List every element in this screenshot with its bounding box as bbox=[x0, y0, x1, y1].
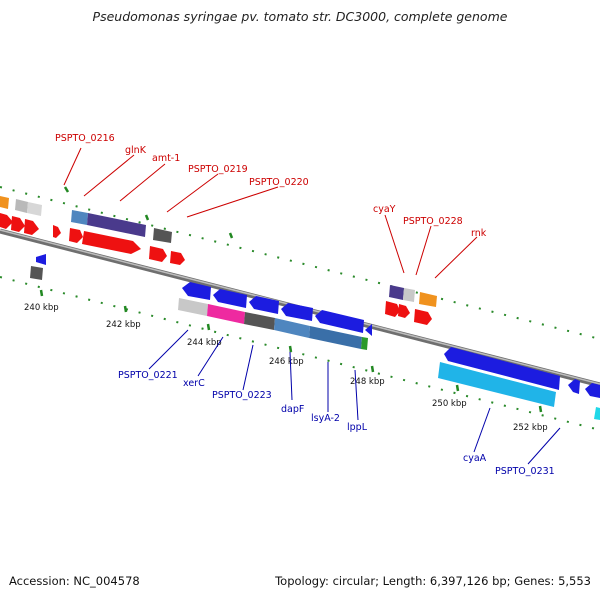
bottom-leader-lines bbox=[148, 329, 561, 465]
gene-arrow bbox=[414, 309, 432, 325]
gene-block bbox=[274, 318, 310, 338]
bottom-gene-labels: PSPTO_0221 xerC PSPTO_0223 dapF lsyA-2 l… bbox=[118, 370, 555, 477]
scale-label: 250 kbp bbox=[432, 399, 467, 409]
gene-arrow bbox=[365, 324, 372, 336]
gene-arrow bbox=[24, 219, 39, 235]
gene-arrow bbox=[444, 347, 560, 390]
gene-block bbox=[27, 202, 42, 216]
gene-block bbox=[244, 312, 275, 330]
gene-arrow bbox=[249, 296, 279, 314]
scale-label: 240 kbp bbox=[24, 303, 59, 313]
gene-arrow bbox=[149, 246, 167, 262]
scale-label: 242 kbp bbox=[106, 320, 141, 330]
major-ticks bbox=[39, 186, 543, 413]
gene-arrow bbox=[568, 379, 580, 394]
gene-arrow bbox=[170, 251, 185, 265]
gene-arrow bbox=[182, 282, 211, 300]
forward-genes bbox=[0, 196, 437, 325]
reverse-genes bbox=[30, 254, 600, 420]
gene-label: glnK bbox=[125, 145, 147, 156]
accession-text: Accession: NC_004578 bbox=[9, 574, 140, 588]
gene-block bbox=[309, 326, 362, 349]
gene-arrow bbox=[281, 303, 313, 321]
scale-label: 248 kbp bbox=[350, 377, 385, 387]
gene-block bbox=[15, 199, 28, 213]
topology-text: Topology: circular; Length: 6,397,126 bp… bbox=[275, 574, 591, 588]
gene-arrow bbox=[385, 301, 400, 317]
gene-arrow bbox=[213, 289, 247, 308]
gene-block bbox=[87, 213, 146, 237]
gene-block bbox=[438, 362, 556, 407]
gene-block bbox=[71, 210, 88, 225]
gene-block bbox=[361, 337, 368, 350]
gene-block bbox=[594, 407, 600, 420]
gene-arrow bbox=[11, 216, 25, 232]
gene-label: xerC bbox=[183, 378, 205, 389]
top-gene-labels: PSPTO_0216 glnK amt-1 PSPTO_0219 PSPTO_0… bbox=[55, 133, 487, 239]
gene-block bbox=[403, 288, 415, 302]
gene-label: PSPTO_0220 bbox=[249, 177, 309, 188]
scale-label: 244 kbp bbox=[187, 338, 222, 348]
gene-label: PSPTO_0219 bbox=[188, 164, 248, 175]
gene-label: PSPTO_0231 bbox=[495, 466, 555, 477]
gene-arrow bbox=[0, 213, 13, 229]
gene-label: cyaA bbox=[463, 453, 487, 464]
gene-label: PSPTO_0216 bbox=[55, 133, 115, 144]
page-title: Pseudomonas syringae pv. tomato str. DC3… bbox=[92, 9, 508, 24]
gene-label: cyaY bbox=[373, 204, 396, 215]
gene-label: PSPTO_0223 bbox=[212, 390, 272, 401]
gene-arrow bbox=[585, 383, 600, 398]
gene-label: dapF bbox=[281, 404, 304, 415]
gene-block bbox=[178, 298, 208, 316]
gene-label: lppL bbox=[347, 422, 368, 433]
scale-label: 252 kbp bbox=[513, 423, 548, 433]
gene-label: rnk bbox=[471, 228, 487, 239]
gene-arrow bbox=[36, 254, 46, 265]
gene-block bbox=[389, 285, 404, 300]
gene-label: PSPTO_0221 bbox=[118, 370, 178, 381]
gene-arrow bbox=[398, 304, 410, 318]
gene-block bbox=[207, 304, 245, 324]
top-leader-lines bbox=[63, 147, 478, 279]
scale-labels: 240 kbp 242 kbp 244 kbp 246 kbp 248 kbp … bbox=[24, 303, 548, 433]
gene-block bbox=[419, 292, 437, 307]
gene-label: PSPTO_0228 bbox=[403, 216, 463, 227]
gene-label: lsyA-2 bbox=[311, 413, 340, 424]
gene-arrow bbox=[53, 225, 61, 238]
scale-label: 246 kbp bbox=[269, 357, 304, 367]
gene-label: amt-1 bbox=[152, 153, 180, 164]
gene-arrow bbox=[82, 231, 141, 254]
gene-block bbox=[153, 228, 172, 243]
gene-arrow bbox=[315, 310, 364, 333]
gene-block bbox=[0, 196, 9, 209]
gene-arrow bbox=[69, 228, 83, 243]
gene-block bbox=[30, 266, 43, 280]
